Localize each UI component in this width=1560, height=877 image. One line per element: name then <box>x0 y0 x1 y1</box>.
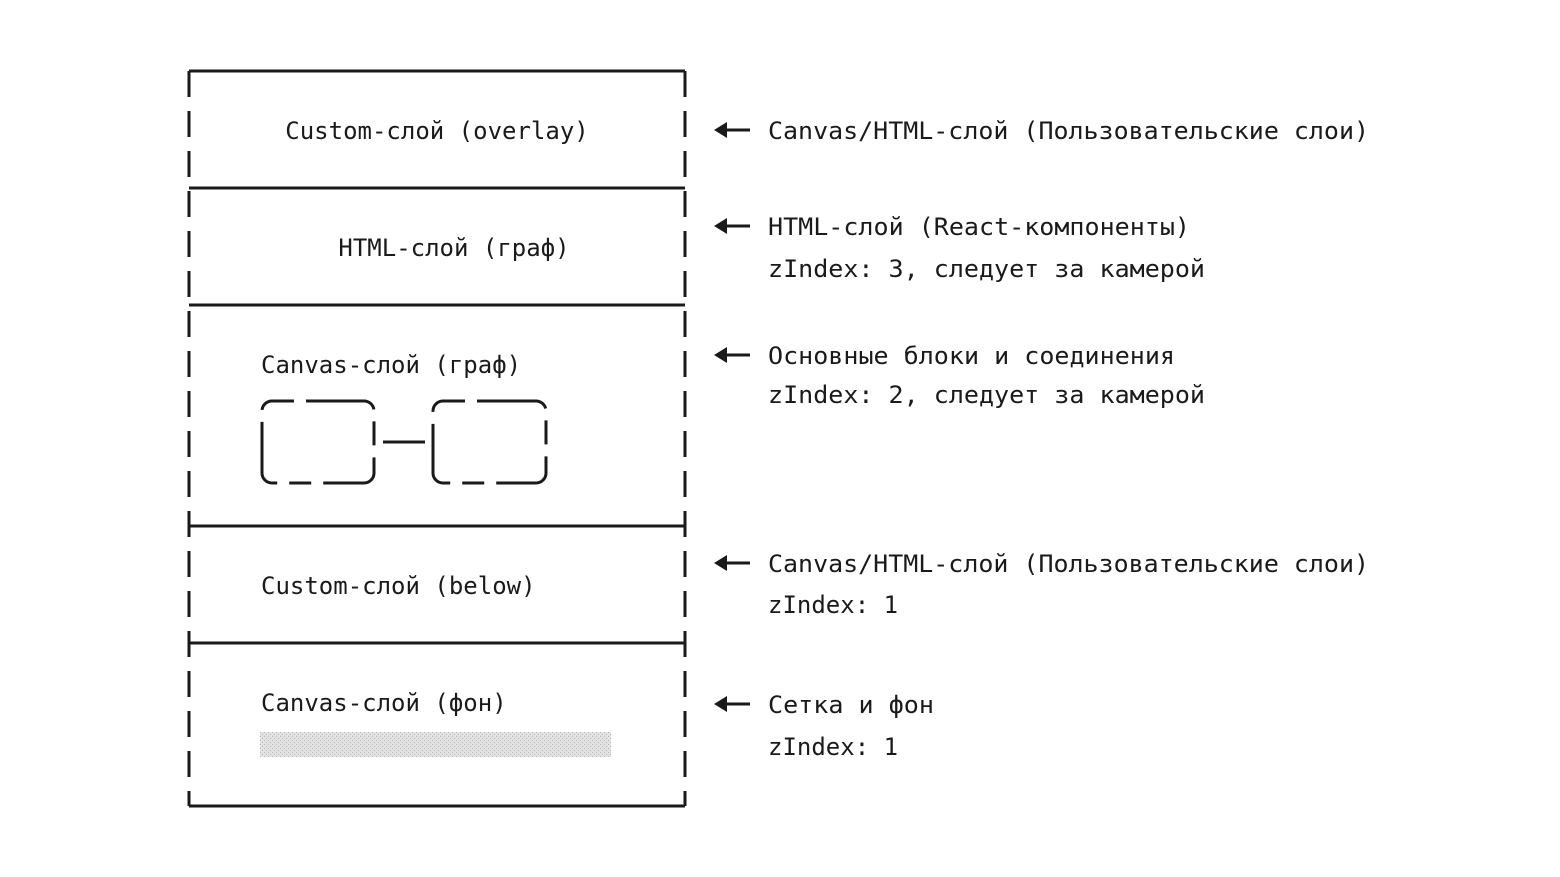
layer-dividers <box>189 186 685 645</box>
layer-label-canvas-graph: Canvas-слой (граф) <box>261 351 521 379</box>
layer-label-custom-below: Custom-слой (below) <box>261 572 536 600</box>
grid-background-bar <box>260 732 611 757</box>
note-canvas-graph-line-1: Основные блоки и соединения <box>768 342 1175 370</box>
layer-label-overlay: Custom-слой (overlay) <box>285 117 588 145</box>
note-canvas-graph-line-2: zIndex: 2, следует за камерой <box>768 381 1205 409</box>
arrow-left-icon <box>714 555 750 571</box>
arrow-left-icon <box>714 218 750 234</box>
arrow-left-icon <box>714 347 750 363</box>
layer-label-canvas-background: Canvas-слой (фон) <box>261 689 507 717</box>
note-overlay-line-1: Canvas/HTML-слой (Пользовательские слои) <box>768 117 1369 145</box>
layer-stack-frame <box>187 69 687 808</box>
graph-blocks-illustration <box>260 399 548 485</box>
arrow-left-icon <box>714 696 750 712</box>
annotation-arrows <box>714 122 750 712</box>
note-background-line-1: Сетка и фон <box>768 691 934 719</box>
graph-block-right <box>431 399 548 485</box>
note-html-line-2: zIndex: 3, следует за камерой <box>768 255 1205 283</box>
note-background-line-2: zIndex: 1 <box>768 733 898 761</box>
graph-block-left <box>260 399 376 485</box>
note-html-line-1: HTML-слой (React-компоненты) <box>768 213 1190 241</box>
note-below-line-1: Canvas/HTML-слой (Пользовательские слои) <box>768 550 1369 578</box>
arrow-left-icon <box>714 122 750 138</box>
layer-label-html-graph: HTML-слой (граф) <box>338 234 569 262</box>
note-below-line-2: zIndex: 1 <box>768 591 898 619</box>
